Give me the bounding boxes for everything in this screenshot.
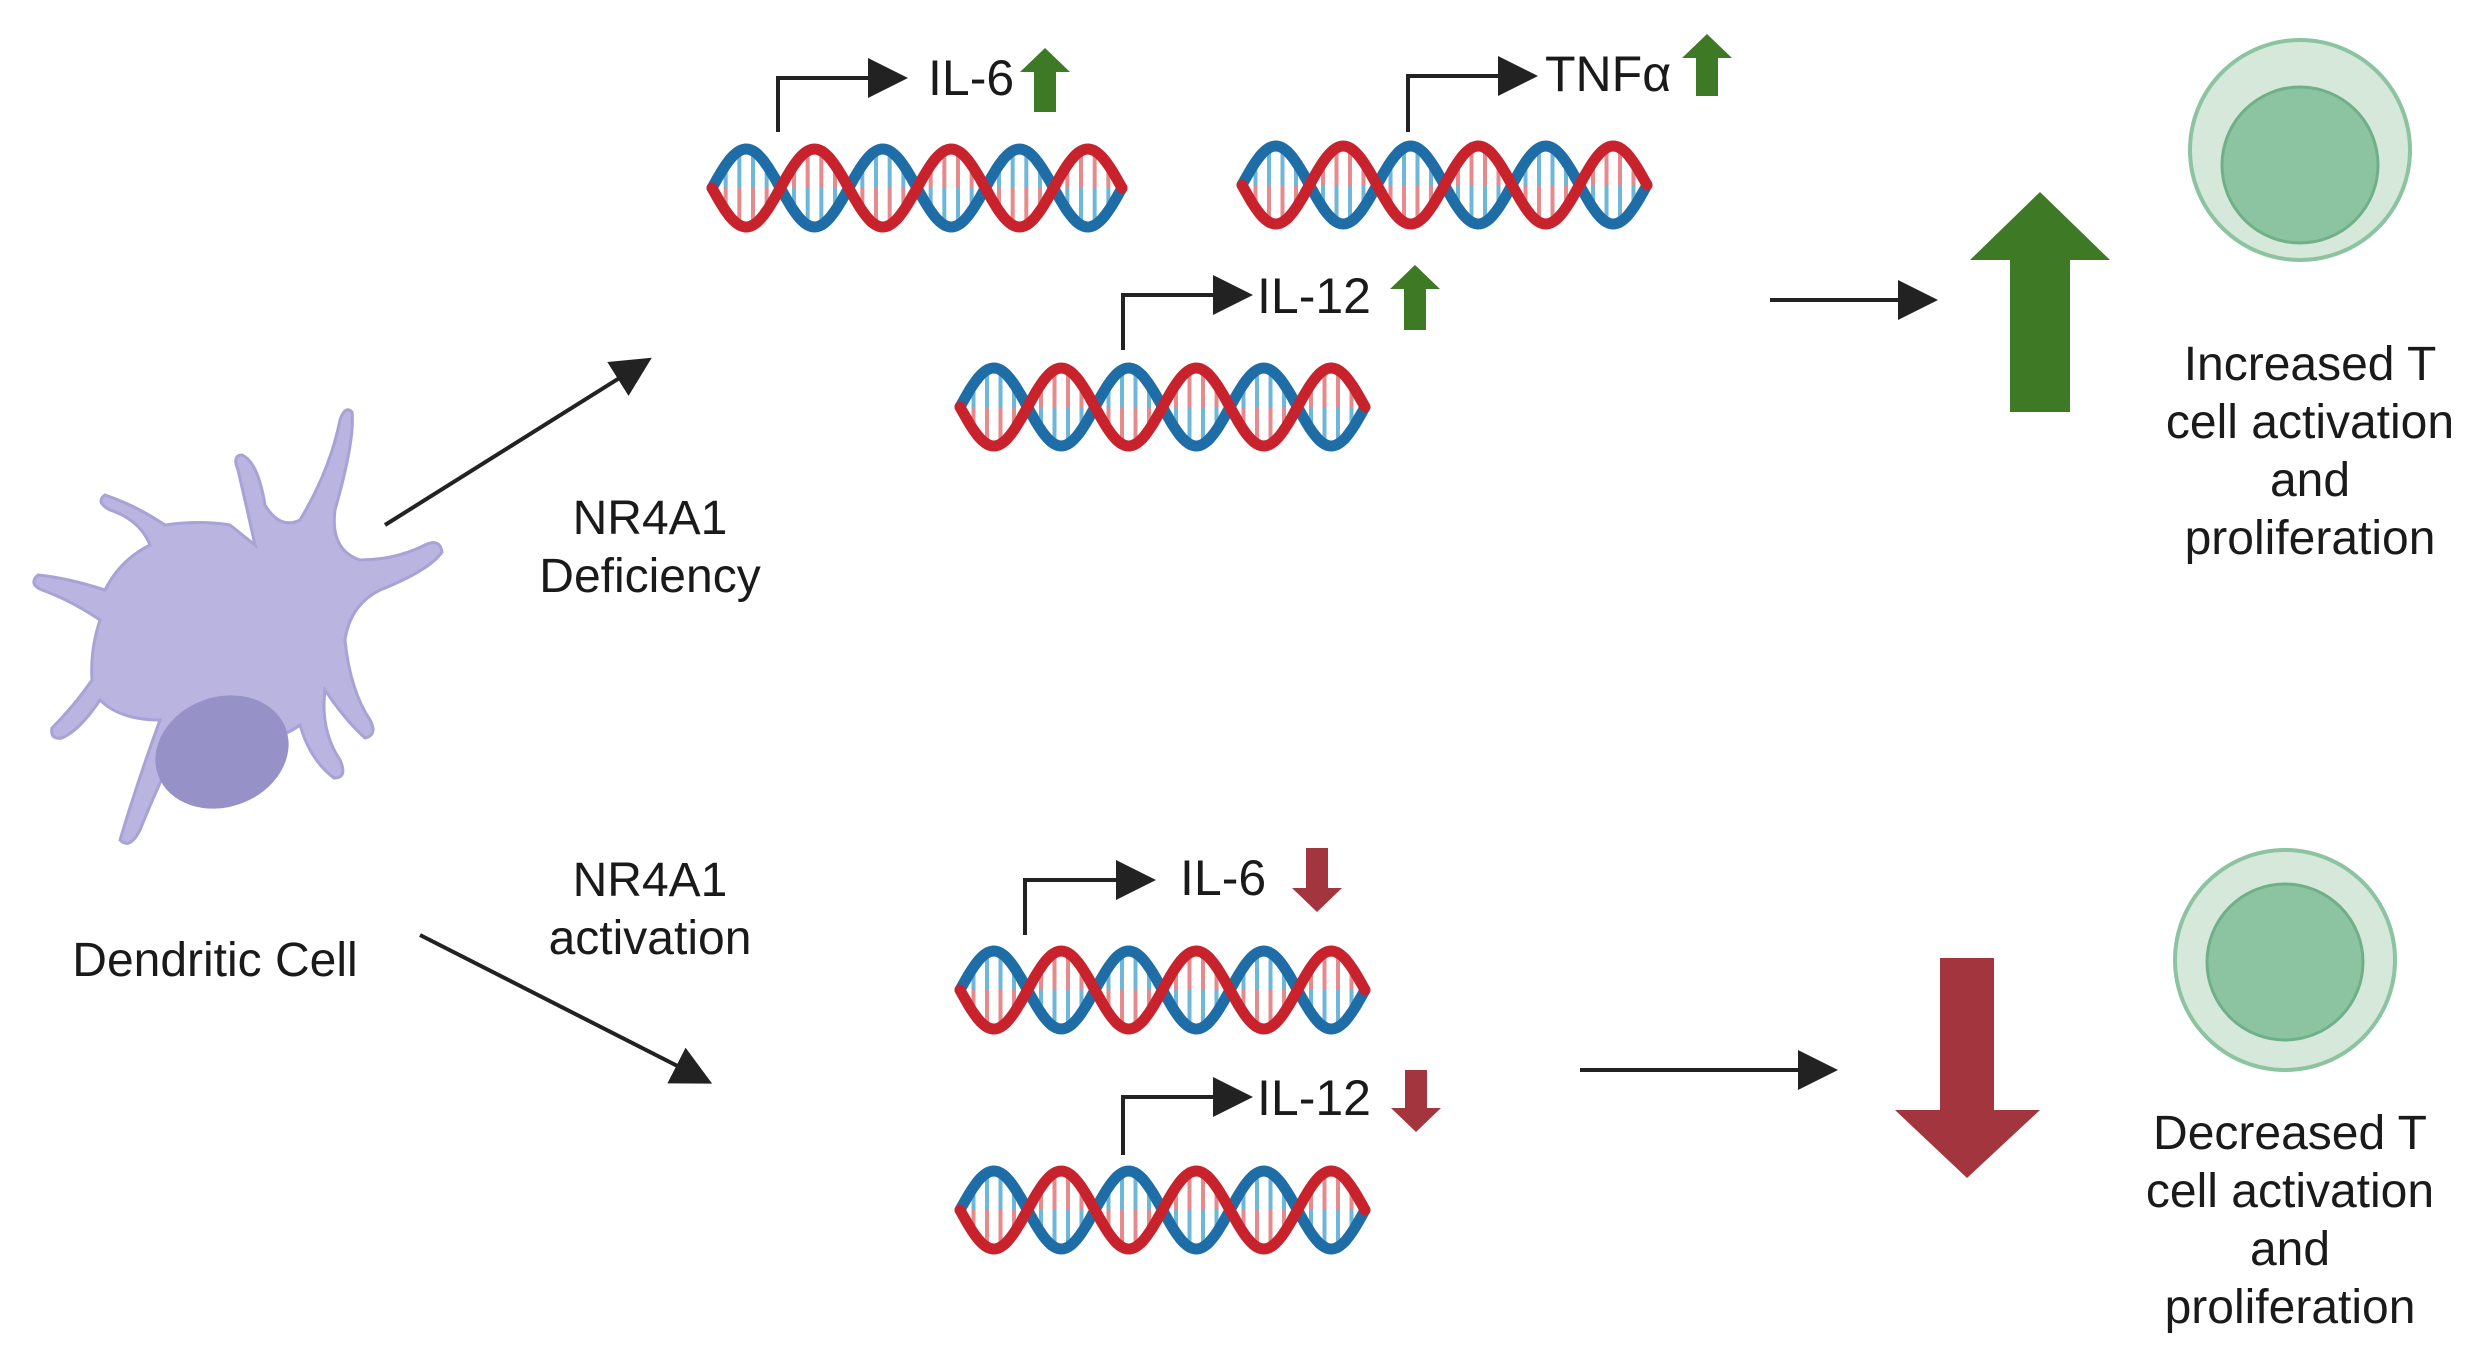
dna-helix-tnfa-up [1236, 140, 1653, 230]
branch-label-deficiency: NR4A1 Deficiency [525, 490, 775, 606]
promoter-arrow-il12-up [1121, 275, 1253, 350]
dna-helix-il12-up [954, 362, 1371, 452]
dna-strand-red [706, 143, 1128, 233]
dendritic-cell-nucleus [155, 695, 289, 809]
dna-strand-red [954, 362, 1371, 452]
gene-label-il6-up: IL-6 [928, 50, 1015, 106]
dna-strand-red [954, 1165, 1371, 1255]
branch-label-activation: NR4A1 activation [520, 852, 780, 968]
gene-label-tnfa-up: TNFα [1545, 46, 1672, 102]
up-indicator-icon-il6 [1020, 48, 1070, 112]
big-decrease-arrow [1895, 958, 2040, 1178]
big-increase-arrow [1970, 192, 2110, 412]
t-cell-increased [2188, 38, 2412, 262]
branch-label-deficiency-line1: NR4A1 [572, 492, 728, 545]
gene-label-il6-down: IL-6 [1180, 850, 1267, 906]
promoter-arrow-il12-down [1121, 1077, 1253, 1155]
promoter-arrow-il6-up [776, 58, 908, 132]
outcome-increased-line1: Increased T [2183, 338, 2437, 391]
arrow-to-activation [419, 933, 713, 1084]
branch-label-activation-line2: activation [548, 912, 752, 965]
dendritic-cell [32, 408, 444, 845]
dna-helix-il12-down [954, 1165, 1371, 1255]
arrow-to-deficiency [383, 357, 652, 527]
outcome-increased-line3: and [2269, 454, 2351, 507]
gene-label-il12-down: IL-12 [1257, 1070, 1371, 1126]
dendritic-cell-label: Dendritic Cell [72, 934, 358, 987]
outcome-decreased-text: Decreased T cell activation and prolifer… [2130, 1105, 2450, 1337]
outcome-increased-line4: proliferation [2184, 512, 2436, 565]
dna-strand-red [1236, 140, 1653, 230]
up-indicator-icon-tnfa [1682, 34, 1732, 96]
down-indicator-icon-il6 [1292, 848, 1342, 912]
outcome-increased-text: Increased T cell activation and prolifer… [2150, 336, 2470, 568]
gene-label-il12-up: IL-12 [1257, 268, 1371, 324]
outcome-decreased-line3: and [2249, 1223, 2331, 1276]
dna-helix-il6-up [706, 143, 1128, 233]
outcome-decreased-line1: Decreased T [2153, 1107, 2427, 1160]
down-indicator-icon-il12 [1391, 1070, 1441, 1132]
t-cell-decreased [2173, 848, 2397, 1072]
branch-label-activation-line1: NR4A1 [572, 854, 728, 907]
dna-strand-red [954, 945, 1371, 1035]
outcome-increased-line2: cell activation [2165, 396, 2455, 449]
outcome-decreased-line2: cell activation [2145, 1165, 2435, 1218]
promoter-arrow-tnfa-up [1406, 56, 1538, 132]
up-indicator-icon-il12 [1390, 265, 1440, 330]
outcome-decreased-line4: proliferation [2164, 1281, 2416, 1334]
branch-label-deficiency-line2: Deficiency [539, 550, 761, 603]
dna-helix-il6-down [954, 945, 1371, 1035]
promoter-arrow-il6-down [1023, 860, 1156, 935]
